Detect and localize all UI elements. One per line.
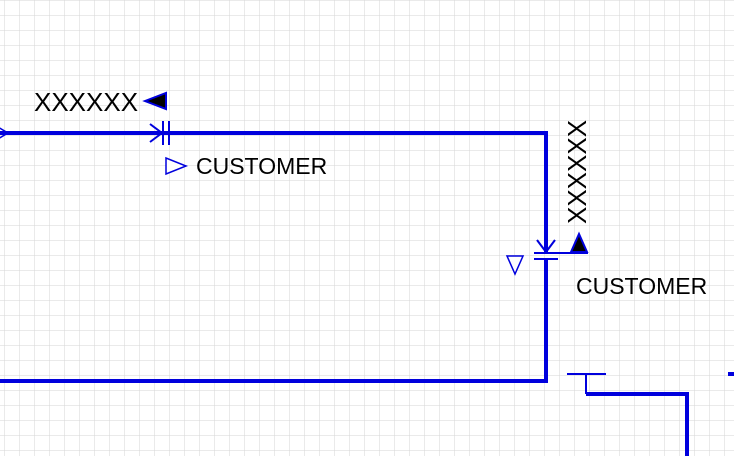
filled-triangle-up-icon [569, 231, 589, 253]
label-customer-2: CUSTOMER [576, 273, 707, 299]
label-vertical-xxxxxx: XXXXXX [562, 120, 592, 224]
partial-entity-connector[interactable] [567, 372, 734, 456]
label-customer-1: CUSTOMER [196, 153, 327, 179]
label-top-xxxxxx: XXXXXX [34, 87, 138, 117]
crows-foot-connector-icon [149, 121, 170, 145]
hollow-triangle-icon [165, 156, 189, 176]
relationship-line-1[interactable] [0, 131, 548, 252]
hollow-triangle-down-icon [505, 255, 525, 276]
direction-marker-icon [142, 91, 167, 111]
relationship-line-2[interactable] [0, 258, 548, 383]
inlet-arrow-icon [0, 127, 10, 139]
